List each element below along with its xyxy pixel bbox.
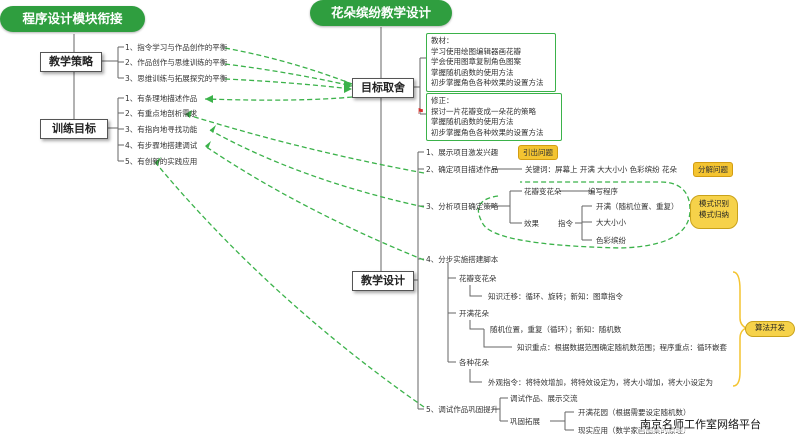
step3-effect: 效果 (524, 219, 539, 228)
sub2-detail2: 知识重点：根据数据范围确定随机数范围；程序重点：循环嵌套 (517, 343, 727, 352)
step3-text: 3、分析项目确定策略 (426, 202, 499, 211)
step3-flower: 花瓣变花朵 (524, 187, 562, 196)
revision-line: 初步掌握角色各种效果的设置方法 (431, 127, 544, 137)
material-line: 学会使用图章复制角色图案 (431, 57, 521, 66)
strategy-node: 教学策略 (40, 52, 102, 72)
step2-tag: 分解问题 (693, 162, 733, 177)
material-line: 掌握随机函数的使用方法 (431, 67, 514, 77)
step2-text: 2、确定项目描述作品 (426, 165, 499, 174)
right-root-title: 花朵缤纷教学设计 (310, 0, 452, 26)
training-item: 5、有创新的实践应用 (125, 157, 198, 166)
training-item: 4、有步骤地搭建调试 (125, 141, 198, 150)
step3-tag-line: 模式识别 (699, 199, 729, 208)
goals-node: 目标取舍 (352, 78, 414, 98)
sub1-detail: 知识迁移：循环、旋转；新知：图章指令 (488, 292, 623, 301)
sub3-detail: 外观指令：将特效增加，将特效设定为，将大小增加，将大小设定为 (488, 378, 713, 387)
step5-a: 调试作品、展示交流 (510, 394, 578, 403)
design-node: 教学设计 (352, 271, 414, 291)
strategy-item: 1、指令学习与作品创作的平衡 (125, 43, 228, 52)
step1-text: 1、展示项目激发兴趣 (426, 148, 499, 157)
strategy-item: 3、思维训练与拓展探究的平衡 (125, 74, 228, 83)
material-line: 学习使用绘图编辑器画花瓣 (431, 46, 521, 56)
left-root-title-text: 程序设计模块衔接 (22, 11, 123, 26)
sub2-title: 开满花朵 (459, 309, 489, 318)
training-item: 3、有指向地寻找功能 (125, 125, 198, 134)
step3-bloom: 开满（随机位置、重复） (596, 202, 679, 211)
goals-node-label: 目标取舍 (361, 81, 405, 94)
training-node: 训练目标 (40, 119, 108, 139)
step3-size: 大大小小 (596, 218, 626, 227)
sub2-detail1: 随机位置，重复（循环）；新知：随机数 (490, 325, 622, 334)
watermark: 南京名师工作室网络平台 (640, 416, 761, 432)
algo-tag: 算法开发 (745, 321, 795, 337)
step3-command: 指令 (558, 219, 573, 228)
material-line: 初步掌握角色各种效果的设置方法 (431, 78, 544, 87)
step2-detail: 关键词：屏幕上 开满 大大小小 色彩缤纷 花朵 (525, 165, 678, 174)
revision-note: 修正： 探讨一片花瓣变成一朵花的策略 掌握随机函数的使用方法 初步掌握角色各种效… (426, 93, 562, 141)
material-note: 教材： 学习使用绘图编辑器画花瓣 学会使用图章复制角色图案 掌握随机函数的使用方… (426, 33, 556, 92)
training-item: 1、有条理地描述作品 (125, 94, 198, 103)
design-node-label: 教学设计 (361, 274, 405, 287)
right-root-title-text: 花朵缤纷教学设计 (330, 5, 431, 20)
step5-b: 巩固拓展 (510, 417, 540, 426)
flag-icon: ⚑ (417, 107, 425, 116)
step5-b1: 开满花园（根据需要设定随机数） (578, 408, 691, 417)
step3-color: 色彩缤纷 (596, 236, 626, 245)
strategy-item: 2、作品创作与思维训练的平衡 (125, 58, 228, 67)
step3-tag: 模式识别 模式归纳 (690, 195, 738, 229)
revision-line: 探讨一片花瓣变成一朵花的策略 (431, 106, 536, 116)
training-node-label: 训练目标 (52, 122, 96, 135)
step3-program: 编写程序 (588, 187, 618, 196)
training-item: 2、有重点地剖析需求 (125, 109, 198, 118)
step1-tag: 引出问题 (518, 145, 558, 160)
material-line: 教材： (431, 36, 454, 45)
sub1-title: 花瓣变花朵 (459, 274, 497, 283)
left-root-title: 程序设计模块衔接 (0, 6, 145, 32)
step5-text: 5、调试作品巩固提升 (426, 405, 499, 414)
strategy-node-label: 教学策略 (49, 55, 93, 68)
step5-b2: 现实应用（数学家画图案的原理） (578, 426, 691, 435)
sub3-title: 各种花朵 (459, 358, 489, 367)
step3-tag-line: 模式归纳 (699, 210, 729, 219)
step4-text: 4、分步实施搭建脚本 (426, 255, 499, 264)
revision-line: 修正： (431, 96, 454, 105)
revision-line: 掌握随机函数的使用方法 (431, 117, 514, 126)
